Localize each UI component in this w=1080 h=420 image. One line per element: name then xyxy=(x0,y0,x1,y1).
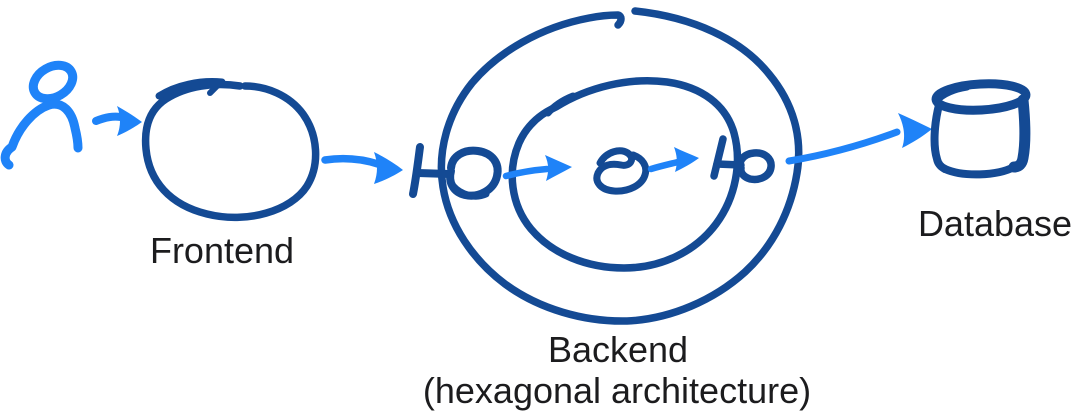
backend-inner-ring-overlap xyxy=(544,92,577,117)
database-bottom xyxy=(941,163,1018,179)
frontend-node xyxy=(141,78,320,222)
backend-sublabel: (hexagonal architecture) xyxy=(423,370,811,411)
port-circle xyxy=(736,149,775,184)
database-top xyxy=(931,79,1031,115)
arrow-shaft xyxy=(502,165,551,180)
arrow-user-to-frontend xyxy=(92,106,142,136)
backend-label: Backend xyxy=(548,329,688,370)
database-label: Database xyxy=(918,203,1072,244)
database-icon xyxy=(930,79,1031,179)
database-left-wall xyxy=(930,101,949,173)
arrow-head xyxy=(117,106,142,136)
frontend-label: Frontend xyxy=(150,230,294,271)
arrow-head xyxy=(545,155,572,181)
arrow-shaft xyxy=(321,154,382,168)
frontend-circle xyxy=(141,80,320,222)
arrow-backend-to-database xyxy=(785,113,932,165)
backend-inner-ring xyxy=(508,76,742,272)
arrow-domain-to-port xyxy=(647,147,699,173)
arrow-head xyxy=(374,152,403,184)
arrow-port-to-domain xyxy=(502,155,572,181)
inbound-port-icon xyxy=(409,143,502,200)
person-icon xyxy=(0,60,83,170)
domain-core-circle xyxy=(593,147,650,195)
person-head xyxy=(28,60,78,104)
port-circle-overlap xyxy=(449,182,490,200)
backend-outer-ring xyxy=(437,7,803,325)
port-bar xyxy=(710,135,727,180)
frontend-circle-tick xyxy=(207,80,223,96)
database-top-overlap xyxy=(932,83,971,105)
arrow-head xyxy=(674,147,699,172)
arrow-head xyxy=(898,113,932,148)
backend-node xyxy=(409,7,803,325)
arrow-shaft xyxy=(785,128,901,165)
database-right-wall xyxy=(1008,94,1031,173)
arrow-shaft xyxy=(647,158,682,173)
arrow-shaft xyxy=(92,112,125,125)
frontend-circle-overlap xyxy=(155,78,226,100)
outbound-port-icon xyxy=(710,135,775,184)
port-link xyxy=(414,169,453,178)
arrow-frontend-to-backend xyxy=(321,152,403,184)
person-body xyxy=(0,99,83,170)
